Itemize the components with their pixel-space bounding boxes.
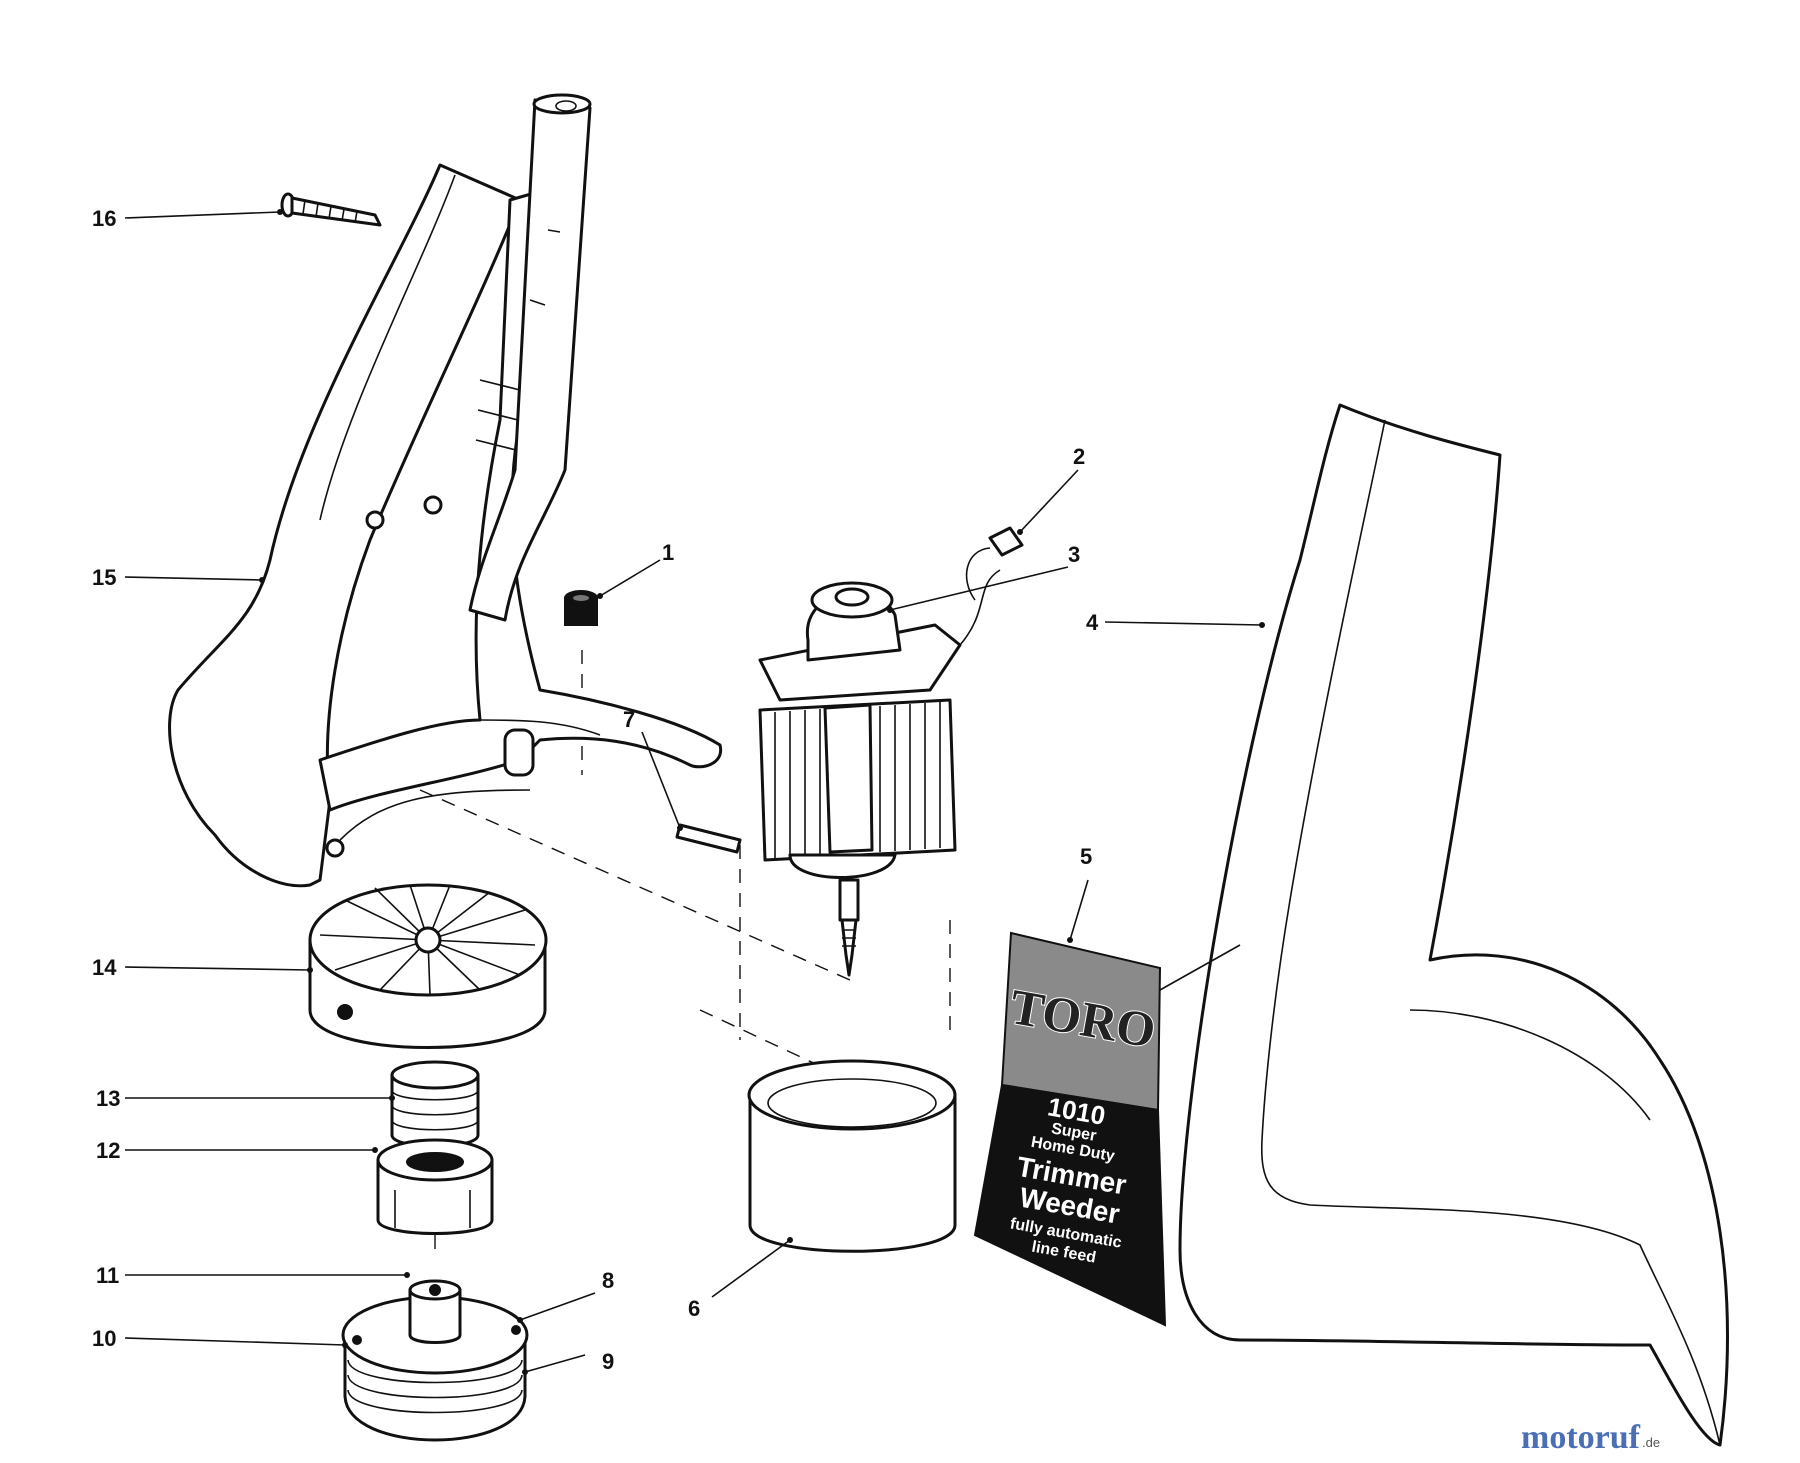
callout-14: 14: [92, 955, 117, 980]
callout-7: 7: [623, 707, 635, 732]
retainer: [376, 1138, 494, 1235]
decal-brand: TORO: [1006, 978, 1160, 1059]
lower-cover: [1178, 403, 1729, 1447]
motor: [758, 569, 1001, 977]
callout-8: 8: [602, 1268, 614, 1293]
callout-6: 6: [688, 1296, 700, 1321]
sleeve: [747, 1059, 957, 1253]
callout-11: 11: [96, 1263, 119, 1288]
callout-3: 3: [1068, 542, 1080, 567]
callout-1: 1: [662, 540, 674, 565]
decal-label-panel: [973, 1083, 1167, 1327]
fan: [308, 883, 548, 1049]
handle-tube: [468, 93, 592, 622]
callout-9: 9: [602, 1349, 614, 1374]
screw: [280, 192, 382, 227]
grommet: [564, 590, 598, 626]
leader-lines: [124, 209, 1265, 1375]
wire-connector: [965, 526, 1024, 601]
callout-13: 13: [96, 1086, 120, 1111]
upper-housing: [168, 163, 723, 888]
callout-16: 16: [92, 206, 116, 231]
callout-5: 5: [1080, 844, 1092, 869]
decal: TORO 1010 Super Home Duty Trimmer Weeder…: [973, 931, 1241, 1327]
callouts: 16 15 14 13 12 11 10 9 8 1 2 3 4 5 7 6: [92, 206, 1099, 1374]
watermark-name: motoruf: [1521, 1419, 1641, 1456]
callout-15: 15: [92, 565, 116, 590]
pin: [675, 823, 742, 854]
callout-12: 12: [96, 1138, 120, 1163]
callout-4: 4: [1086, 610, 1099, 635]
callout-10: 10: [92, 1326, 116, 1351]
watermark-suffix: .de: [1642, 1435, 1660, 1450]
spring: [390, 1060, 480, 1148]
callout-2: 2: [1073, 444, 1085, 469]
spool: [341, 1279, 529, 1442]
watermark: motoruf .de: [1521, 1419, 1660, 1456]
